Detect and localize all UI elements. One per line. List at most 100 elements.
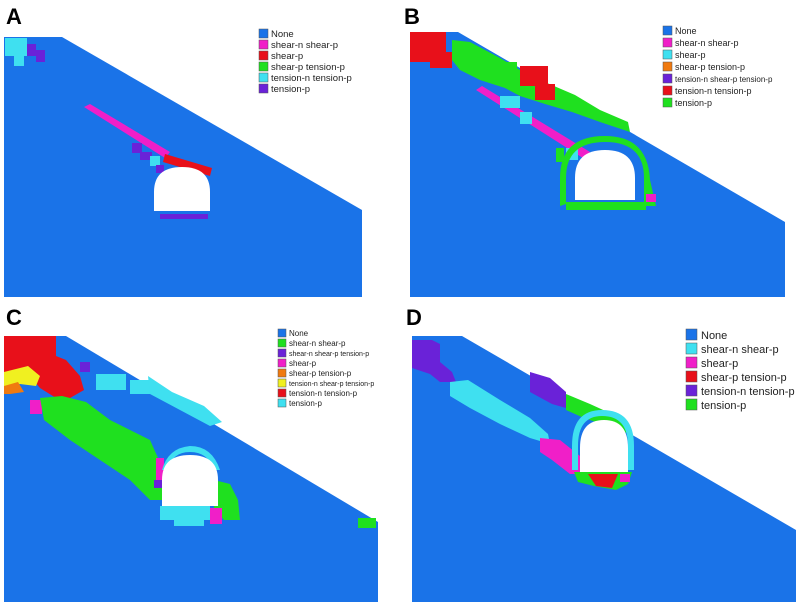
legend-swatch [258,50,269,61]
panel-c-label: C [6,305,22,330]
panel-d-zone [450,380,550,444]
panel-b-zone [566,202,646,210]
panel-c-zone [210,508,222,524]
panel-c-zone [40,396,170,500]
legend-label: shear-p tension-p [675,62,745,72]
legend-label: None [289,329,309,338]
panel-b-zone [520,66,548,86]
panel-c: None shear-n shear-p shear-n shear-p ten… [4,328,378,602]
legend-label: tension-p [701,400,746,412]
legend-label: tension-p [289,399,322,408]
panel-c-zone [154,480,162,488]
panel-c-zone [96,374,126,390]
panel-c-zone [160,506,210,520]
panel-b-zone [520,112,532,124]
panel-a-zone [140,152,152,160]
legend-swatch [662,73,673,84]
legend-swatch [685,384,698,397]
panel-a-zone [84,104,170,158]
panel-b-zone [500,96,520,108]
legend-label: shear-p tension-p [289,369,352,378]
legend-label: shear-p [271,51,303,62]
legend-label: shear-n shear-p [701,344,779,356]
legend-swatch [685,328,698,341]
legend-label: tension-n tension-p [289,389,358,398]
panel-b-label: B [404,4,420,29]
legend-swatch [662,61,673,72]
panel-a-zone [5,38,27,56]
legend-label: tension-n shear-p tension-p [675,75,773,84]
legend-label: shear-n shear-p [271,40,338,51]
panel-a-zone [150,156,160,166]
legend-label: shear-p [289,359,317,368]
panel-a-zone [27,44,36,56]
panel-c-tunnel [162,455,218,506]
legend-label: None [701,330,727,342]
panel-b-zone [646,194,656,202]
legend-swatch [277,358,287,368]
legend-swatch [662,37,673,48]
panel-b-zone [556,148,564,162]
legend-label: None [675,26,697,36]
panel-a-legend: None shear-n shear-p shear-p shear-p ten… [258,28,352,95]
legend-swatch [685,370,698,383]
legend-swatch [258,61,269,72]
panel-b-tunnel [575,150,635,200]
legend-label: tension-p [271,84,310,95]
panel-c-zone [80,362,90,372]
legend-label: shear-n shear-p [675,38,739,48]
legend-swatch [277,338,287,348]
legend-swatch [685,398,698,411]
legend-label: tension-n tension-p [271,73,352,84]
panel-c-zone [156,458,164,480]
panel-c-zone [4,382,24,394]
legend-swatch [662,25,673,36]
legend-label: tension-p [675,98,712,108]
legend-label: shear-p [701,358,738,370]
panel-d-legend: None shear-n shear-p shear-p shear-p ten… [685,328,795,412]
panel-c-zone [162,446,220,470]
legend-label: shear-p tension-p [701,372,787,384]
legend-swatch [258,39,269,50]
legend-swatch [277,398,287,408]
panel-a-label: A [6,4,22,29]
panel-a-zone [36,50,45,62]
legend-swatch [277,378,287,388]
legend-swatch [258,83,269,94]
panel-a: None shear-n shear-p shear-p shear-p ten… [4,28,362,297]
legend-label: tension-n tension-p [675,86,752,96]
legend-label: tension-n shear-p tension-p [289,381,374,388]
legend-label: None [271,29,294,40]
panel-d-zone [540,438,582,474]
panel-b: None shear-n shear-p shear-p shear-p ten… [410,25,785,297]
panel-a-zone [163,154,212,176]
legend-swatch [685,356,698,369]
panel-c-zone [130,380,152,394]
panel-c-zone [174,520,204,526]
legend-swatch [685,342,698,355]
panel-c-legend: None shear-n shear-p shear-n shear-p ten… [277,328,374,408]
legend-swatch [277,368,287,378]
legend-label: shear-n shear-p [289,339,346,348]
legend-swatch [277,348,287,358]
panel-c-zone [358,518,376,528]
panel-a-zone [132,143,142,153]
legend-label: shear-n shear-p tension-p [289,351,369,358]
legend-label: tension-n tension-p [701,386,795,398]
legend-label: shear-p [675,50,706,60]
panel-b-legend: None shear-n shear-p shear-p shear-p ten… [662,25,773,108]
panel-b-zone [535,84,555,100]
panel-c-zone [30,400,42,414]
panel-a-tunnel [154,167,210,211]
legend-swatch [662,97,673,108]
panel-c-zone [4,336,84,398]
legend-swatch [258,72,269,83]
legend-swatch [662,85,673,96]
legend-label: shear-p tension-p [271,62,345,73]
panel-a-zone [160,214,208,219]
panel-b-zone [410,32,452,68]
panel-d-zone [530,372,566,408]
panel-d-zone [412,340,456,382]
panel-d-label: D [406,305,422,330]
